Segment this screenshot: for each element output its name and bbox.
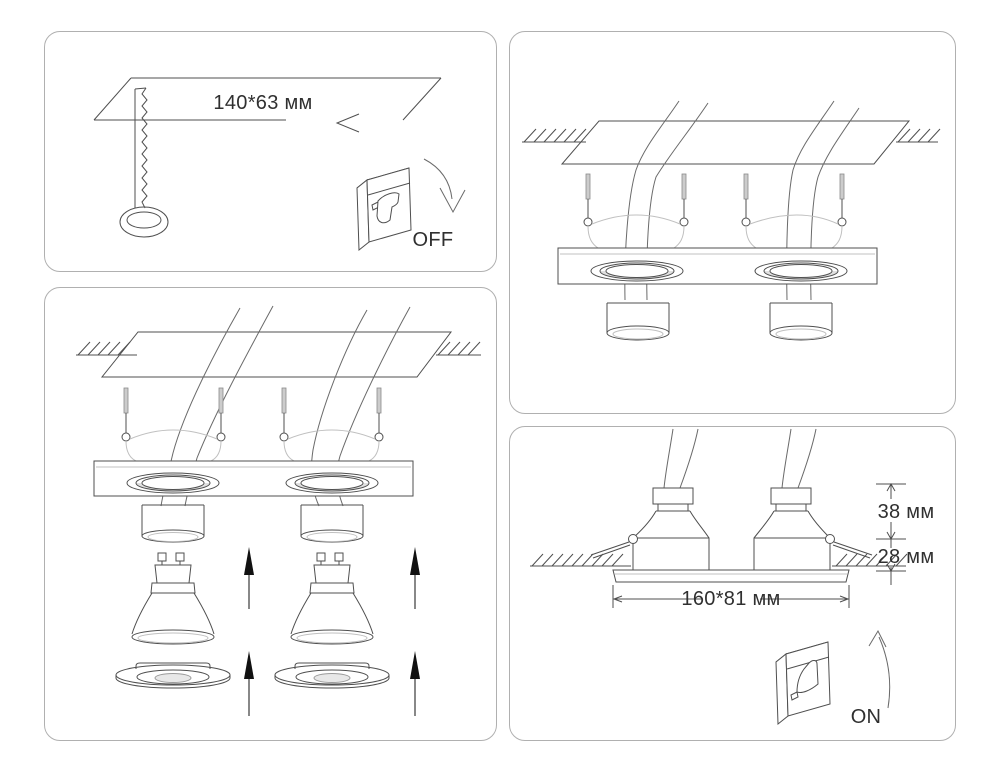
ceiling-section-drawing	[76, 331, 481, 378]
ceiling-panel-drawing	[93, 77, 442, 133]
recess-depth-label: 38 мм	[878, 501, 935, 523]
cutout-diagram: 140*63 мм OFF	[93, 77, 466, 252]
assembly-diagram	[76, 305, 481, 716]
spring-arm	[832, 541, 873, 559]
plate-size-label: 160*81 мм	[681, 588, 780, 610]
lamp-connector-housings	[141, 504, 364, 543]
saw-blade-teeth	[141, 87, 148, 209]
turn-off-arrow-icon	[423, 158, 466, 214]
spring-clips	[583, 173, 847, 249]
cutout-size-label: 140*63 мм	[213, 92, 312, 114]
ceiling-right-edge	[402, 77, 442, 121]
plate-width-dimension: 160*81 мм	[612, 585, 850, 610]
hatch-right	[835, 553, 908, 567]
gu10-bulb-icon	[290, 552, 374, 645]
ceiling-left-edge	[93, 77, 132, 121]
face-plate	[612, 569, 850, 583]
hatch-left	[77, 341, 131, 356]
protrusion-height-label: 28 мм	[878, 546, 935, 568]
rocker-down	[376, 192, 400, 224]
trim-ring-icon	[274, 662, 390, 689]
ceiling-section-drawing	[522, 120, 941, 165]
trim-ring-opening	[126, 472, 379, 494]
wiring-diagram	[522, 100, 941, 341]
hatch-right	[897, 128, 941, 143]
ceiling-section-drawing	[530, 553, 908, 567]
height-dimensions: 38 мм 28 мм	[876, 482, 935, 585]
panel-step4-installed: 160*81 мм 38 мм 28 мм ON	[509, 426, 956, 741]
insert-up-arrow-icon	[244, 547, 420, 716]
switch-off-label: OFF	[413, 229, 454, 251]
lamp-connector-housings	[606, 302, 833, 341]
panel-step1-cut-opening: 140*63 мм OFF	[44, 31, 497, 272]
panel-step2-wiring	[509, 31, 956, 414]
keyhole-saw-icon	[119, 87, 169, 238]
installed-lamp-drawing	[753, 487, 873, 572]
hatch-left	[531, 553, 624, 567]
installed-diagram: 160*81 мм 38 мм 28 мм ON	[530, 428, 935, 728]
hatch-right	[437, 341, 481, 356]
saw-handle-outer	[119, 206, 169, 238]
spring-clips	[121, 387, 384, 462]
ceiling-opening	[560, 120, 911, 165]
rocker-up	[796, 660, 819, 693]
light-switch-off-icon	[356, 167, 412, 252]
gu10-bulb-icon	[131, 552, 215, 645]
turn-on-arrow-icon	[868, 629, 891, 709]
trim-ring-opening	[590, 260, 848, 282]
spring-arm	[590, 541, 631, 559]
panel-step3-assembly	[44, 287, 497, 741]
cut-direction-arrow-icon	[335, 113, 360, 133]
switch-on-label: ON	[851, 706, 882, 728]
mounting-plate	[93, 460, 414, 497]
hatch-left	[523, 128, 587, 143]
supply-wires	[663, 428, 817, 489]
installed-lamp-drawing	[590, 487, 710, 572]
light-switch-on-icon	[775, 641, 831, 726]
trim-ring-icon	[115, 662, 231, 689]
ceiling-opening	[100, 331, 453, 378]
saw-handle-inner	[126, 211, 162, 229]
mounting-plate	[557, 247, 878, 285]
